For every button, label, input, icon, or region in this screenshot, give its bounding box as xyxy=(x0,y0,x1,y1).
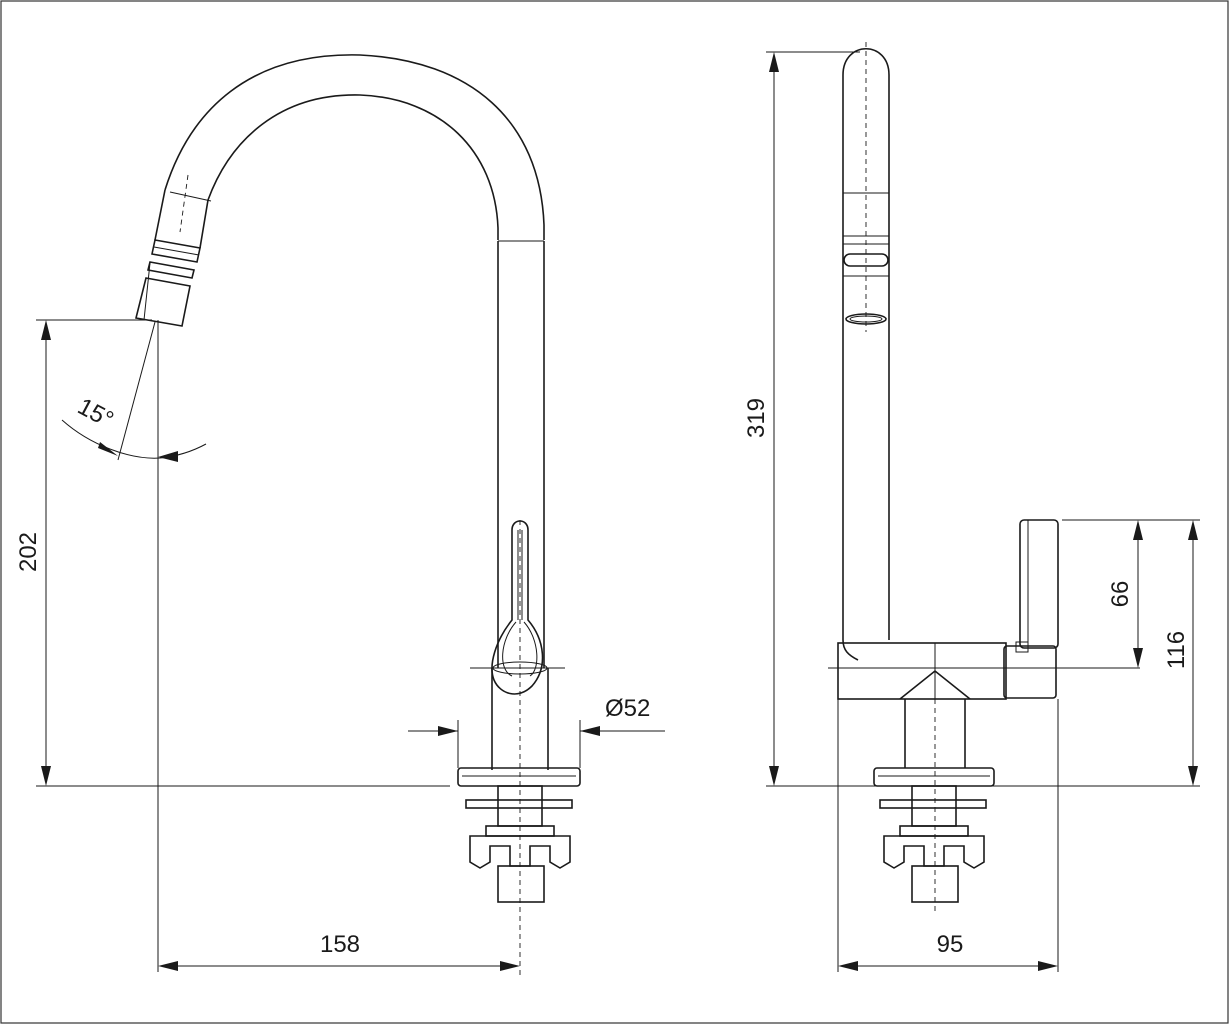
arrow-116-bottom xyxy=(1188,766,1198,786)
spray-angle-line xyxy=(117,321,156,461)
dim-label-202: 202 xyxy=(15,532,42,572)
arrow-202-bottom xyxy=(41,766,51,786)
arrow-158-right xyxy=(500,961,520,971)
front-dimensions: 202 15° Ø52 158 xyxy=(15,319,665,972)
dim-label-158: 158 xyxy=(320,931,360,958)
arrow-116-top xyxy=(1188,520,1198,540)
side-dimensions: 319 66 116 95 xyxy=(743,51,1200,972)
arrow-202-top xyxy=(41,320,51,340)
side-mounting-washer xyxy=(879,799,987,809)
base-flange xyxy=(457,767,581,787)
side-handle-hub xyxy=(1003,645,1057,699)
front-view xyxy=(135,54,581,975)
threaded-shank xyxy=(497,865,545,903)
side-mounting-plate xyxy=(899,825,969,837)
arrow-95-right xyxy=(1038,961,1058,971)
arrow-319-top xyxy=(769,52,779,72)
aerator-ring-mid xyxy=(153,246,200,256)
arrow-319-bottom xyxy=(769,766,779,786)
arrow-angle-right xyxy=(158,451,178,462)
arrow-95-left xyxy=(838,961,858,971)
aerator-ring-upper xyxy=(151,239,201,263)
mounting-washer xyxy=(465,799,573,809)
dim-label-95: 95 xyxy=(937,931,964,958)
side-body-housing xyxy=(837,642,1007,700)
dim-label-319: 319 xyxy=(743,398,770,438)
side-spout-outline xyxy=(842,48,890,640)
arrow-52-right xyxy=(580,726,600,736)
dim-label-52: Ø52 xyxy=(605,695,650,722)
arrow-52-left xyxy=(438,726,458,736)
aerator-body xyxy=(135,277,191,327)
spout-inner-outline xyxy=(207,94,499,240)
handle-lever xyxy=(491,520,544,695)
spout-outer-outline xyxy=(164,54,545,240)
arrow-66-bottom xyxy=(1133,648,1143,668)
side-lock-nut xyxy=(883,835,985,869)
aerator-ring-lower xyxy=(147,261,195,279)
angle-arc xyxy=(61,419,207,459)
side-mounting-stem xyxy=(911,785,957,827)
arrow-158-left xyxy=(158,961,178,971)
arrow-angle-left xyxy=(98,442,118,456)
spout-tip-line xyxy=(169,191,212,202)
dim-label-116: 116 xyxy=(1163,631,1190,669)
arrow-66-top xyxy=(1133,520,1143,540)
dim-label-66: 66 xyxy=(1107,581,1134,608)
spout-centerline xyxy=(179,174,189,233)
side-base-flange xyxy=(873,767,995,787)
aerator-inner-line xyxy=(143,262,151,321)
spout-tip-right xyxy=(199,199,209,249)
side-handle-lever xyxy=(1019,519,1059,649)
angle-label-15: 15° xyxy=(73,393,118,434)
spout-tip-left xyxy=(154,189,166,241)
side-view xyxy=(828,42,1140,915)
side-handle-pin xyxy=(1015,641,1029,653)
